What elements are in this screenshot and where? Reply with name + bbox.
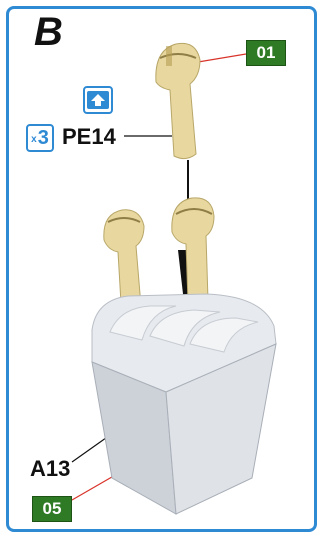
part-code-badge-01: 01 (246, 40, 286, 66)
part-code-badge-05: 05 (32, 496, 72, 522)
orientation-up-icon (83, 86, 113, 114)
part-label-pe14: PE14 (62, 126, 116, 148)
quantity-number: 3 (38, 127, 49, 150)
loose-lever-pe14 (156, 43, 200, 158)
part-label-a13: A13 (30, 458, 70, 480)
quantity-x3-icon: x 3 (26, 124, 54, 152)
grey-block-a13 (92, 294, 276, 514)
quantity-prefix: x (31, 134, 37, 145)
